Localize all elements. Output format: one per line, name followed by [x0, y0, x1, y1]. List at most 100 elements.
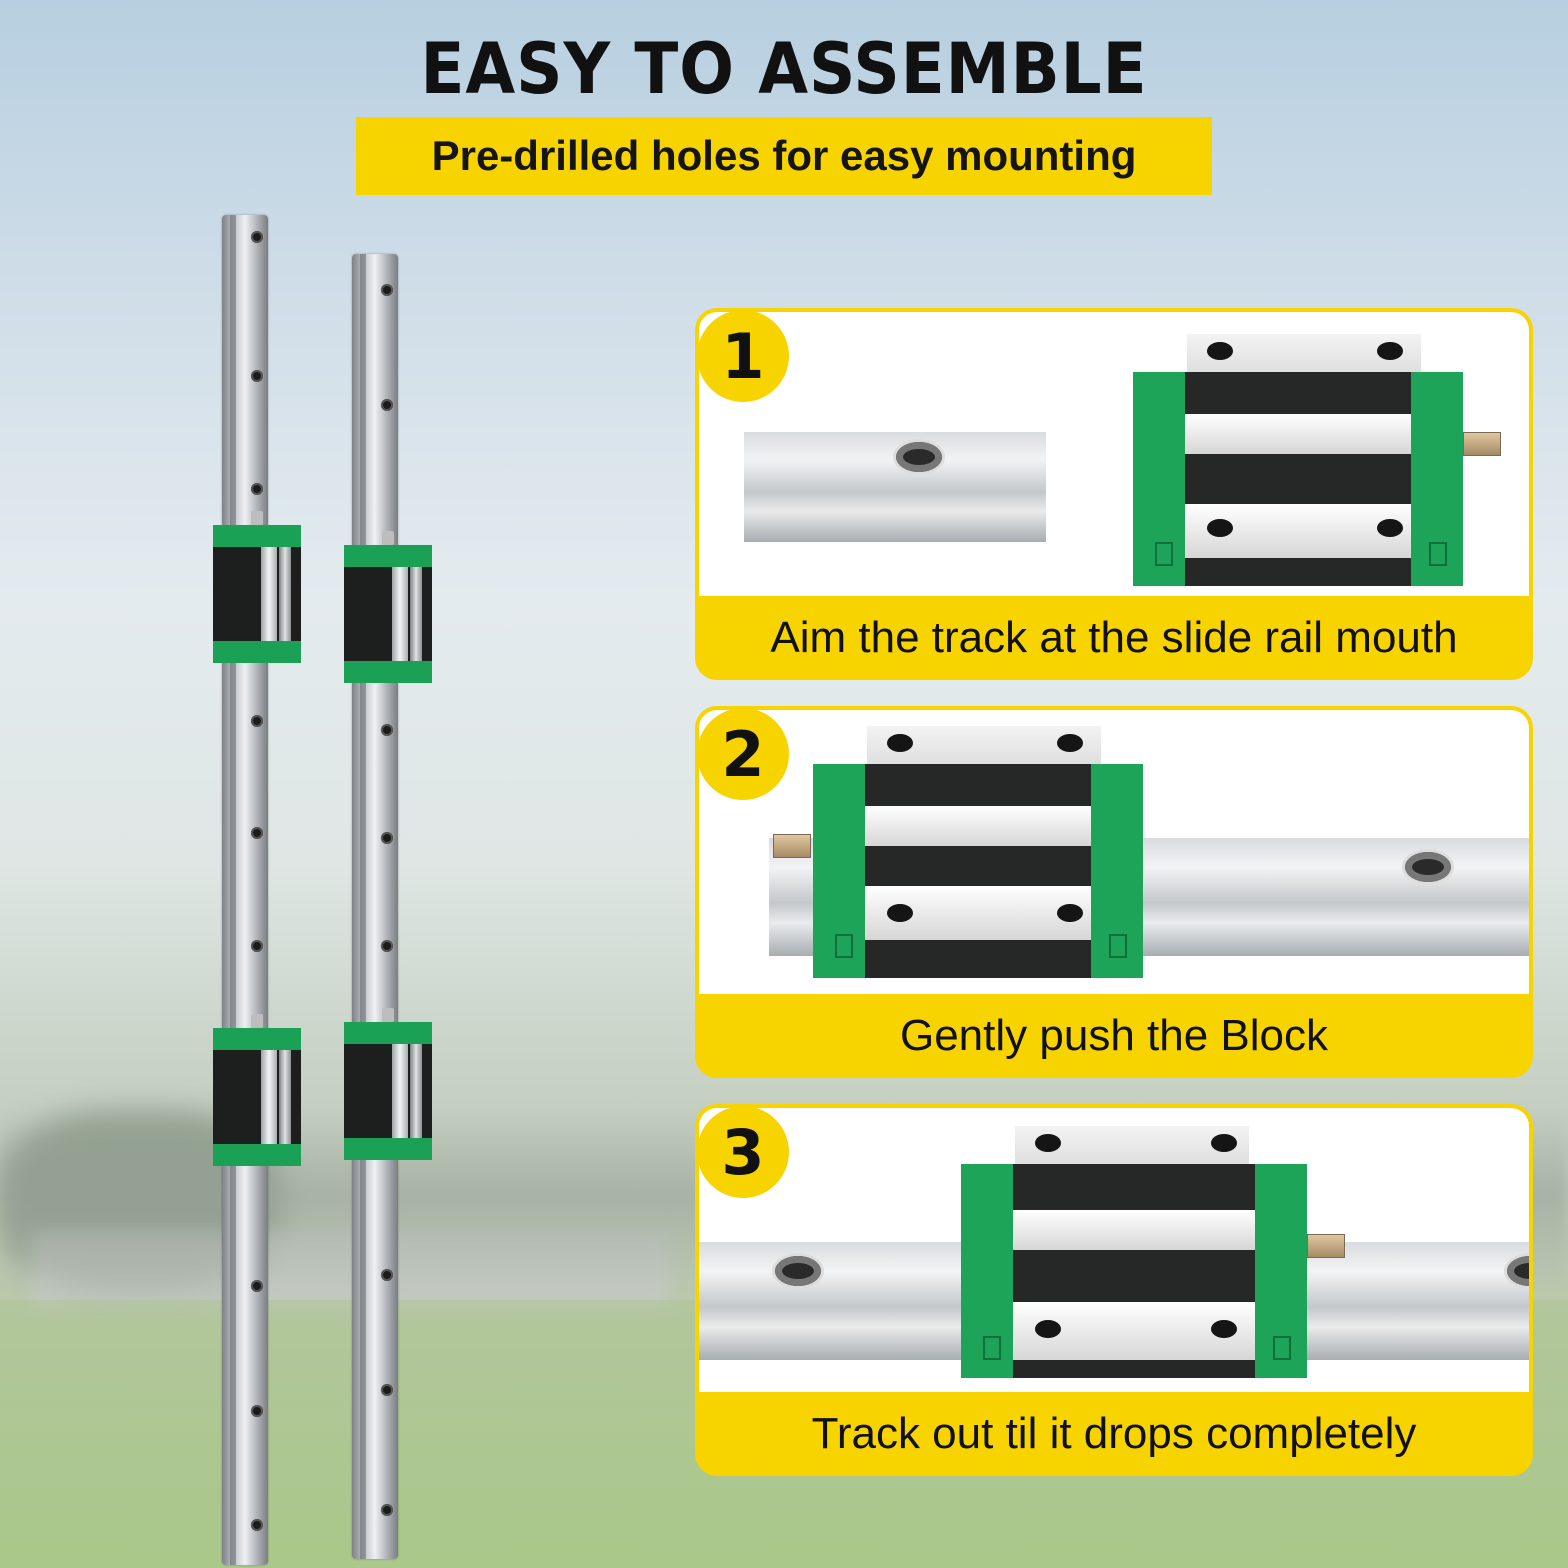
block-end-cap [961, 1164, 1013, 1378]
block-hole [1211, 1134, 1237, 1152]
mount-hole [381, 1504, 393, 1516]
block-end-cap [344, 1022, 432, 1044]
block-hole [887, 904, 913, 922]
step-image-3: 3 [699, 1108, 1529, 1392]
block-plate [865, 806, 1091, 846]
step-number-badge: 1 [699, 312, 789, 402]
end-seal-notch [1155, 542, 1173, 566]
mount-hole [251, 827, 263, 839]
block-body [813, 764, 1143, 978]
grease-nipple [1307, 1234, 1345, 1258]
block-end-cap [344, 661, 432, 683]
step-image-1: 1 [699, 312, 1529, 596]
mount-hole [381, 284, 393, 296]
rail-hole [896, 442, 942, 472]
block-hole [1207, 519, 1233, 537]
slide-block [213, 1014, 301, 1166]
block-end-cap [813, 764, 865, 978]
block-end-cap [213, 1144, 301, 1166]
block-end-cap [1133, 372, 1185, 586]
block-hole [1057, 904, 1083, 922]
slide-block-front [961, 1126, 1345, 1386]
block-plate [1013, 1210, 1255, 1250]
block-end-cap [1411, 372, 1463, 586]
mount-hole [251, 231, 263, 243]
mount-hole [381, 832, 393, 844]
mount-hole [251, 1405, 263, 1417]
grease-nipple [251, 1014, 263, 1028]
step-badge-wrap: 1 [699, 312, 809, 422]
mount-hole [381, 399, 393, 411]
block-plate [410, 567, 422, 661]
block-hole [887, 734, 913, 752]
end-seal-notch [1273, 1336, 1291, 1360]
block-plate [261, 1050, 277, 1144]
block-hole [1207, 342, 1233, 360]
mount-hole [251, 1519, 263, 1531]
block-end-cap [1091, 764, 1143, 978]
rail-hole [1405, 852, 1451, 882]
mount-hole [381, 1269, 393, 1281]
block-plate [392, 567, 408, 661]
grease-nipple [382, 531, 394, 545]
block-hole [1035, 1134, 1061, 1152]
step-number-badge: 3 [699, 1108, 789, 1198]
slide-block [344, 531, 432, 683]
block-hole [1057, 734, 1083, 752]
grease-nipple [251, 511, 263, 525]
end-seal-notch [983, 1336, 1001, 1360]
mount-hole [251, 715, 263, 727]
block-end-cap [344, 545, 432, 567]
mount-hole [251, 370, 263, 382]
step-image-2: 2 [699, 710, 1529, 994]
slide-block [213, 511, 301, 663]
step-card-2: 2 Gently push the Block [695, 706, 1533, 1078]
block-plate [279, 547, 291, 641]
grease-nipple [382, 1008, 394, 1022]
step-caption: Track out til it drops completely [811, 1409, 1417, 1458]
step-badge-wrap: 2 [699, 710, 809, 820]
slide-block-front [1133, 334, 1501, 594]
block-hole [1377, 519, 1403, 537]
block-plate [410, 1044, 422, 1138]
step-card-3: 3 Track out til it drops completely [695, 1104, 1533, 1476]
mount-hole [381, 940, 393, 952]
mount-hole [251, 483, 263, 495]
rail-groove [230, 215, 236, 1565]
linear-rail-right [352, 254, 398, 1559]
step-number-badge: 2 [699, 710, 789, 800]
mount-hole [251, 1280, 263, 1292]
mount-hole [251, 940, 263, 952]
rail-segment [744, 432, 1046, 542]
block-plate [279, 1050, 291, 1144]
block-plate [1185, 414, 1411, 454]
grease-nipple [773, 834, 811, 858]
block-end-cap [213, 641, 301, 663]
grease-nipple [1463, 432, 1501, 456]
rail-hole [1507, 1256, 1529, 1286]
subtitle-banner: Pre-drilled holes for easy mounting [356, 117, 1212, 195]
linear-rail-left [222, 215, 268, 1565]
rail-hole [775, 1256, 821, 1286]
block-end-cap [213, 525, 301, 547]
slide-block-front [773, 726, 1143, 986]
step-caption: Aim the track at the slide rail mouth [770, 613, 1458, 662]
slide-block [344, 1008, 432, 1160]
block-plate [261, 547, 277, 641]
step-badge-wrap: 3 [699, 1108, 809, 1218]
block-end-cap [1255, 1164, 1307, 1378]
rail-groove [360, 254, 366, 1559]
block-hole [1035, 1320, 1061, 1338]
end-seal-notch [1429, 542, 1447, 566]
step-caption: Gently push the Block [899, 1011, 1328, 1060]
block-plate [392, 1044, 408, 1138]
block-hole [1211, 1320, 1237, 1338]
block-end-cap [344, 1138, 432, 1160]
mount-hole [381, 724, 393, 736]
end-seal-notch [835, 934, 853, 958]
mount-hole [381, 1384, 393, 1396]
block-hole [1377, 342, 1403, 360]
page-title: EASY TO ASSEMBLE [420, 28, 1148, 110]
end-seal-notch [1109, 934, 1127, 958]
step-card-1: 1 Aim the track at the slide rail mouth [695, 308, 1533, 680]
